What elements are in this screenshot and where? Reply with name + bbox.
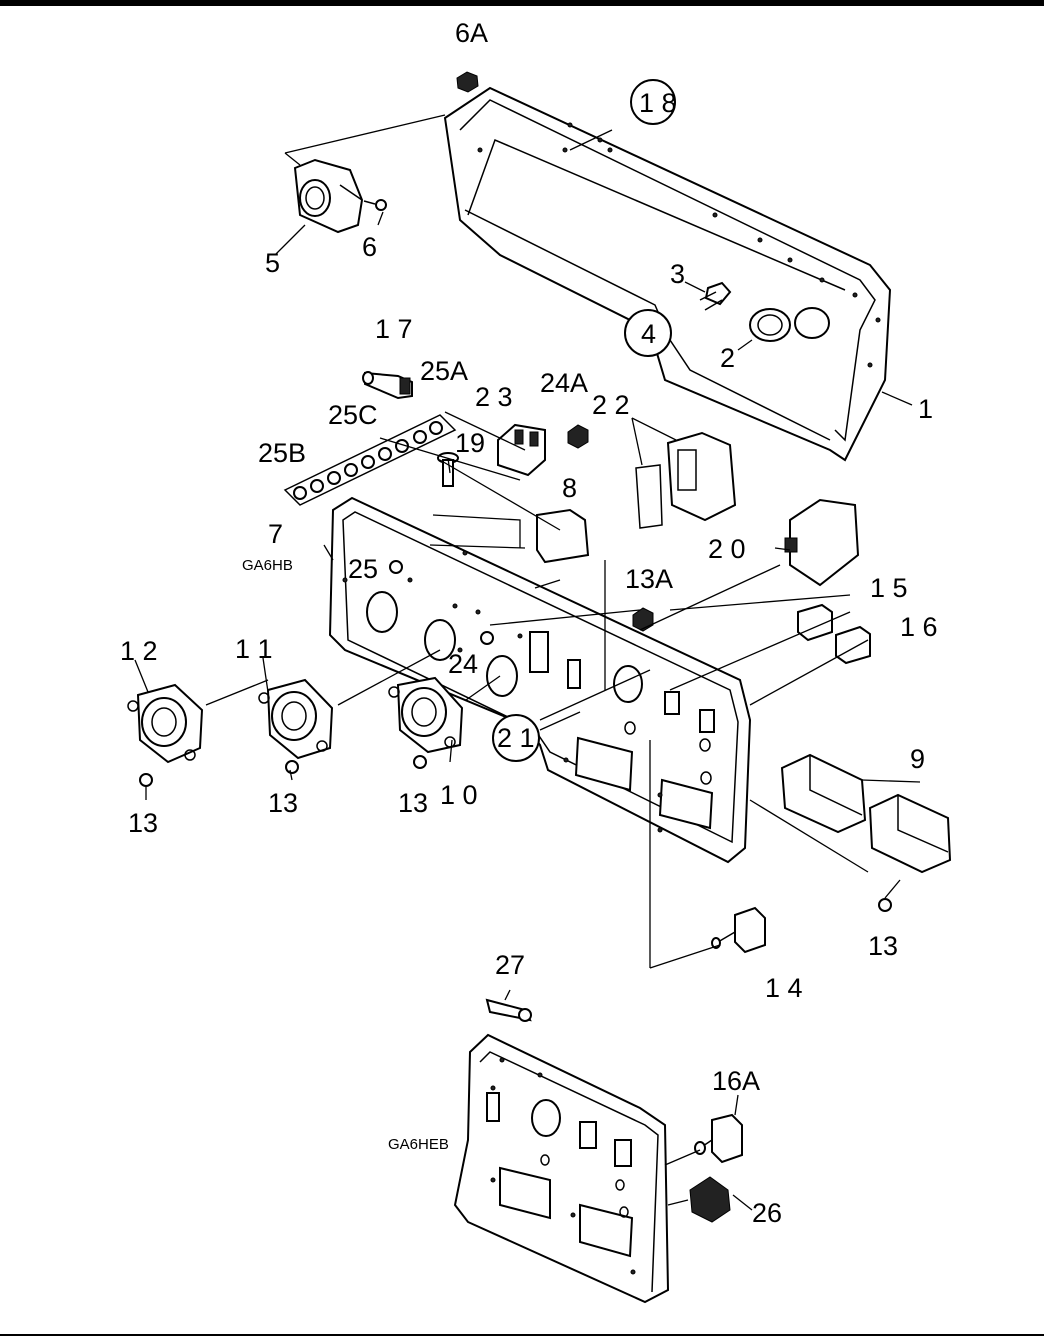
screw-25-part <box>389 560 403 574</box>
label-14: 1 4 <box>765 973 803 1003</box>
callout-18-circle <box>630 79 676 125</box>
fuse-27-part <box>485 998 532 1022</box>
label-1: 1 <box>918 394 933 424</box>
label-4: 4 <box>641 319 656 349</box>
label-13-fourth: 13 <box>868 931 898 961</box>
label-19: 19 <box>455 428 485 458</box>
label-6: 6 <box>362 232 377 262</box>
label-10: 1 0 <box>440 780 478 810</box>
label-ga6heb: GA6HEB <box>388 1136 449 1153</box>
label-24: 24 <box>448 649 478 679</box>
screw-6-part <box>363 199 387 211</box>
label-25a: 25A <box>420 356 468 386</box>
front-panel-ga6heb-part <box>453 1033 670 1304</box>
receptacle-12-part <box>127 683 204 764</box>
label-27: 27 <box>495 950 525 980</box>
plug-3-part <box>699 281 732 311</box>
knob-26-part <box>667 1176 753 1223</box>
label-21: 2 1 <box>497 723 535 753</box>
relay-9-part <box>780 753 952 874</box>
label-8: 8 <box>562 473 577 503</box>
nut-6a-part <box>456 71 479 93</box>
label-7: 7 <box>268 519 283 549</box>
label-25: 25 <box>348 554 378 584</box>
label-11: 1 1 <box>235 634 273 664</box>
label-12: 1 2 <box>120 636 158 666</box>
label-13-third: 13 <box>398 788 428 818</box>
label-17: 1 7 <box>375 314 413 344</box>
label-3: 3 <box>670 259 685 289</box>
label-20: 2 0 <box>708 534 746 564</box>
cover-8-part <box>536 508 590 564</box>
label-25c: 25C <box>328 400 378 430</box>
callout-21-circle <box>492 714 540 762</box>
top-rule <box>0 0 1044 6</box>
label-15: 1 5 <box>870 573 908 603</box>
breaker-23-part <box>497 423 546 477</box>
lamp-16-part <box>835 625 871 665</box>
label-2: 2 <box>720 343 735 373</box>
screw-13-part <box>139 755 892 912</box>
toggle-switch-14-part <box>711 906 766 954</box>
label-13a: 13A <box>625 564 673 594</box>
label-13-second: 13 <box>268 788 298 818</box>
screw-24-part <box>480 631 494 645</box>
callout-4-circle <box>624 309 672 357</box>
nut-13a-part <box>632 607 654 632</box>
label-5: 5 <box>265 248 280 278</box>
label-25b: 25B <box>258 438 306 468</box>
label-6a: 6A <box>455 18 488 48</box>
bottom-rule <box>0 1334 1044 1336</box>
label-16a: 16A <box>712 1066 760 1096</box>
fuse-holder-17-part <box>362 371 413 400</box>
label-13-first: 13 <box>128 808 158 838</box>
label-23: 2 3 <box>475 382 513 412</box>
meter-box-part <box>293 158 364 234</box>
label-16: 1 6 <box>900 612 938 642</box>
receptacle-10-part <box>388 676 464 754</box>
label-26: 26 <box>752 1198 782 1228</box>
relay-20-part <box>774 498 860 587</box>
label-9: 9 <box>910 744 925 774</box>
front-panel-ga6hb-part <box>328 496 752 864</box>
label-22: 2 2 <box>592 390 630 420</box>
label-ga6hb: GA6HB <box>242 557 293 574</box>
label-24a: 24A <box>540 368 588 398</box>
nut-24a-part <box>567 424 589 449</box>
label-18: 1 8 <box>639 88 677 118</box>
meter-22-part <box>631 417 737 529</box>
receptacle-11-part <box>258 678 334 760</box>
toggle-switch-16a-part <box>664 1113 743 1166</box>
